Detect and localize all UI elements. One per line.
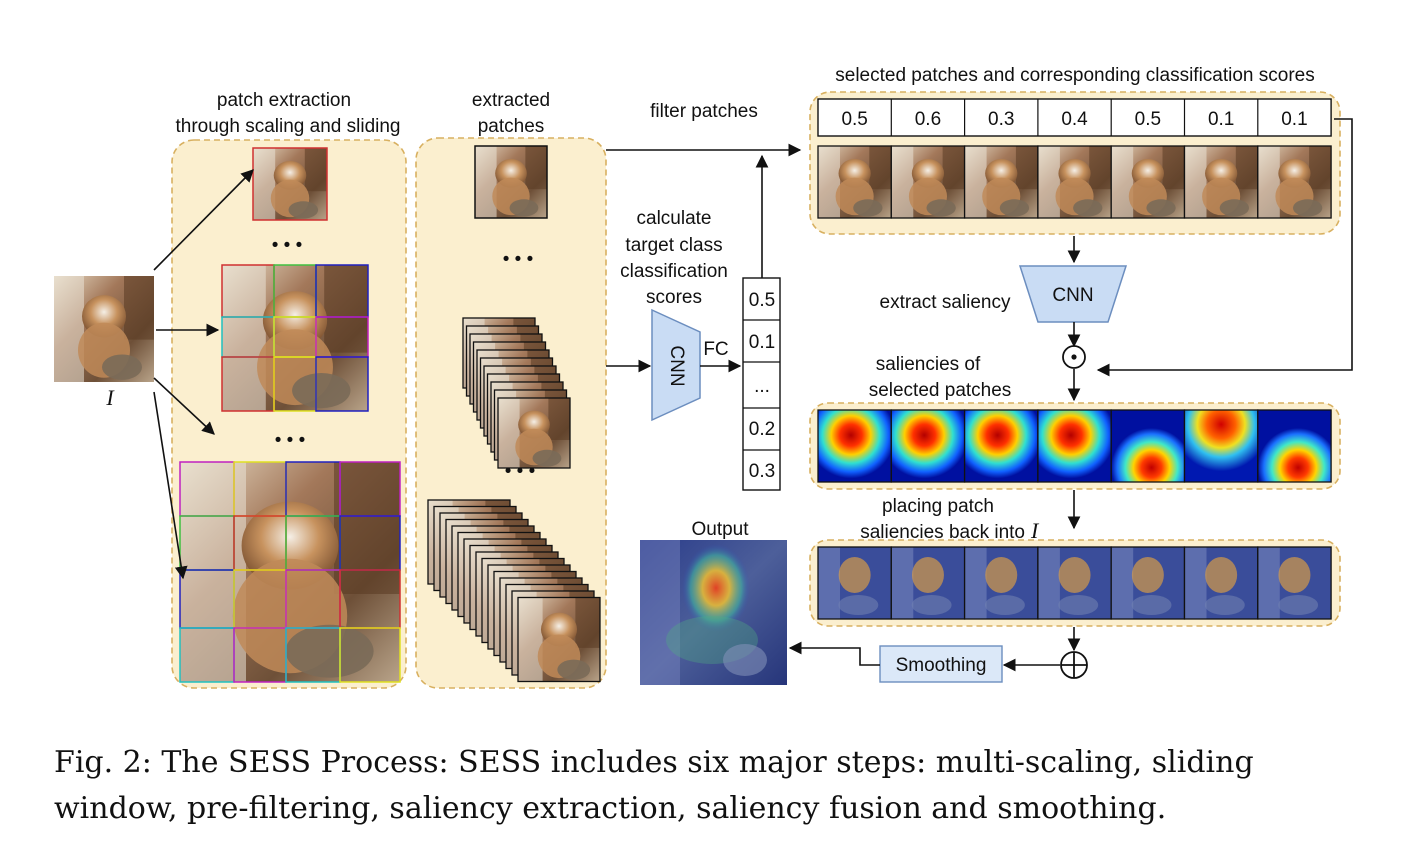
extracted-label-2: patches <box>478 116 545 137</box>
selected-patch-5 <box>1184 146 1258 218</box>
fc-score-0: 0.5 <box>749 290 775 311</box>
saliency-map-4 <box>1110 409 1186 483</box>
scale-medium-image <box>221 264 369 412</box>
fc-score-3: 0.2 <box>749 419 775 440</box>
stacked-patch <box>518 597 600 682</box>
cnn-side-label: CNN <box>666 345 687 386</box>
input-image-label: I <box>105 385 115 410</box>
selected-score-5: 0.1 <box>1208 109 1234 130</box>
selected-score-row: 0.5 0.6 0.3 0.4 0.5 0.1 0.1 <box>817 98 1332 137</box>
calc-label-4: scores <box>646 287 702 308</box>
selected-score-1: 0.6 <box>915 109 941 130</box>
saliency-map-2 <box>963 409 1039 483</box>
output-saliency-image <box>640 540 787 685</box>
placing-label-1: placing patch <box>882 496 994 517</box>
scale-small-image <box>252 147 328 221</box>
calc-label-2: target class <box>625 235 722 256</box>
placing-label-2: saliencies back into <box>860 522 1025 543</box>
extracted-patch-stack-medium <box>462 317 571 469</box>
scores-feedback-arrow <box>1096 118 1353 377</box>
selected-patch-2 <box>964 146 1038 218</box>
saliencies-label-2: selected patches <box>869 380 1012 401</box>
caption-line-1: Fig. 2: The SESS Process: SESS includes … <box>54 745 1254 780</box>
stacked-patch <box>498 398 570 468</box>
saliencies-label-1: saliencies of <box>876 354 981 375</box>
ellipsis-2: • • • <box>275 430 306 451</box>
sum-fusion-icon <box>1060 651 1088 679</box>
selected-score-6: 0.1 <box>1281 109 1307 130</box>
selected-patch-0 <box>818 146 892 218</box>
saliency-map-1 <box>890 409 966 483</box>
fc-score-4: 0.3 <box>749 461 775 482</box>
selected-title: selected patches and corresponding class… <box>835 65 1315 86</box>
extracted-patch-stack-large <box>427 499 601 683</box>
smoothing-block <box>879 645 1003 683</box>
selected-patch-3 <box>1037 146 1112 218</box>
selected-score-3: 0.4 <box>1061 109 1088 130</box>
saliency-map-row <box>817 409 1332 483</box>
saliency-map-6 <box>1257 409 1332 483</box>
placing-label-i: I <box>1030 518 1040 543</box>
selected-patch-row <box>817 145 1332 219</box>
cnn-classifier-block <box>651 308 701 422</box>
fc-score-column: 0.5 0.1 ... 0.2 0.3 <box>742 277 781 491</box>
fc-label: FC <box>703 339 728 360</box>
selected-patch-1 <box>891 146 965 218</box>
patch-extraction-label-1: patch extraction <box>217 90 351 111</box>
selected-patch-4 <box>1111 146 1185 218</box>
extracted-single-patch <box>474 145 548 219</box>
cnn-top-label: CNN <box>1052 285 1093 306</box>
caption-line-2: window, pre-filtering, saliency extracti… <box>54 791 1167 826</box>
cnn-saliency-block <box>1018 265 1128 323</box>
placed-overlay-row <box>817 546 1332 620</box>
smoothing-label: Smoothing <box>896 655 987 676</box>
ellipsis-1: • • • <box>272 235 303 256</box>
arrow-to-small <box>153 169 254 271</box>
fc-score-2: ... <box>754 376 770 397</box>
saliency-map-3 <box>1037 409 1112 483</box>
ellipsis-4: • • • <box>505 461 536 482</box>
selected-score-0: 0.5 <box>841 109 867 130</box>
selected-score-2: 0.3 <box>988 109 1014 130</box>
calc-label-1: calculate <box>637 208 712 229</box>
extract-saliency-label: extract saliency <box>880 292 1011 313</box>
to-output-arrow <box>788 641 880 666</box>
scale-large-image <box>179 461 401 683</box>
saliency-map-0 <box>817 409 892 483</box>
output-label: Output <box>691 519 749 540</box>
figure-caption: Fig. 2: The SESS Process: SESS includes … <box>54 740 1394 832</box>
calc-label-3: classification <box>620 261 728 282</box>
elementwise-product-icon <box>1062 345 1086 369</box>
ellipsis-3: • • • <box>503 249 534 270</box>
filter-patches-label: filter patches <box>650 101 758 122</box>
arrow-to-ellipsis <box>153 377 215 435</box>
arrow-to-large <box>153 391 188 580</box>
selected-score-4: 0.5 <box>1135 109 1161 130</box>
fc-score-1: 0.1 <box>749 332 775 353</box>
input-image <box>54 276 154 382</box>
saliency-map-5 <box>1183 409 1259 483</box>
selected-patch-6 <box>1257 146 1332 218</box>
extracted-label-1: extracted <box>472 90 550 111</box>
patch-extraction-label-2: through scaling and sliding <box>176 116 401 137</box>
